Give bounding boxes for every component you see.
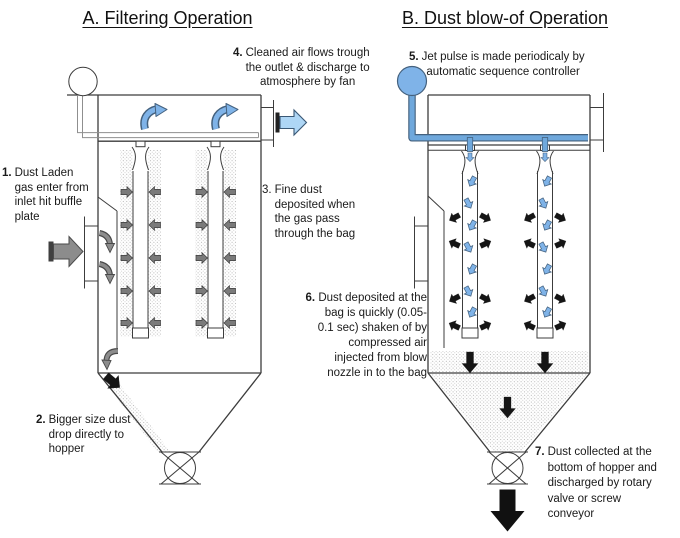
annotation-text: Dust collected at the bottom of hopper a… bbox=[547, 446, 657, 520]
pulse-air-arrow-icon bbox=[464, 218, 480, 233]
annotation-2-bigger-dust: 2. Bigger size dust drop directly to hop… bbox=[36, 413, 130, 457]
venturi-notch bbox=[135, 140, 146, 148]
venturi-notch bbox=[210, 140, 221, 148]
annotation-number: 5. bbox=[409, 51, 419, 63]
annotation-5-jet-pulse: 5. Jet pulse is made periodicaly by auto… bbox=[409, 50, 585, 79]
shaken-dust-arrow-icon bbox=[477, 317, 494, 334]
pulse-air-arrows bbox=[461, 174, 555, 320]
shaken-dust-arrow-icon bbox=[552, 290, 569, 307]
annotation-7-dust-collected: 7. Dust collected at the bottom of hoppe… bbox=[535, 445, 657, 523]
rotary-valve-icon bbox=[159, 451, 201, 485]
baffle-plate-a bbox=[97, 196, 118, 348]
annotation-text: Jet pulse is made periodicaly by automat… bbox=[421, 51, 585, 78]
shaken-dust-arrow-icon bbox=[446, 317, 463, 334]
hopper-a bbox=[97, 368, 262, 453]
filter-bag bbox=[536, 137, 554, 339]
shaken-dust-arrow-icon bbox=[446, 235, 463, 252]
pulse-air-arrow-icon bbox=[461, 284, 476, 299]
shaken-dust-arrow-icon bbox=[552, 209, 569, 226]
annotation-text: Dust Laden gas enter from inlet hit buff… bbox=[14, 167, 89, 223]
panel-b-blowoff bbox=[396, 65, 604, 532]
clean-air-arrow-icon bbox=[144, 104, 167, 130]
annotation-number: 1. bbox=[2, 167, 12, 179]
shaken-dust-arrow-icon bbox=[521, 235, 538, 252]
pulse-air-arrow-icon bbox=[464, 305, 480, 320]
baffle-plate-b bbox=[427, 195, 445, 348]
annotation-text: Dust deposited at the bag is quickly (0.… bbox=[317, 292, 427, 379]
pulse-pipe-a bbox=[77, 95, 259, 139]
compressed-air-tank-icon bbox=[68, 66, 98, 97]
bag-bottom-cap bbox=[461, 327, 479, 339]
bag-bottom-cap bbox=[536, 327, 554, 339]
annotation-number: 4. bbox=[233, 47, 243, 59]
inlet-flow-arrow-icon bbox=[53, 235, 84, 268]
inlet-duct-b bbox=[414, 216, 428, 289]
filter-bag-assembly bbox=[195, 140, 236, 339]
pulse-air-arrow-icon bbox=[539, 262, 555, 277]
shaken-dust-arrow-icon bbox=[477, 209, 494, 226]
annotation-number: 3. bbox=[262, 184, 272, 196]
annotation-text: Bigger size dust drop directly to hopper bbox=[48, 414, 131, 455]
rotary-valve-icon bbox=[487, 451, 528, 485]
shaken-dust-arrow-icon bbox=[521, 209, 538, 226]
annotation-text: Fine dust deposited when the gas pass th… bbox=[274, 184, 356, 240]
pulse-air-arrow-icon bbox=[536, 284, 551, 299]
inlet-duct-a bbox=[48, 216, 98, 289]
hopper-b bbox=[427, 372, 591, 453]
shaken-dust-arrow-icon bbox=[477, 290, 494, 307]
shaken-dust-arrow-icon bbox=[552, 235, 569, 252]
pulse-air-arrow-icon bbox=[536, 196, 551, 211]
bag-bottom-cap bbox=[132, 327, 149, 339]
shaken-dust-arrow-icon bbox=[477, 235, 494, 252]
pulse-air-arrow-icon bbox=[465, 152, 475, 162]
pulse-air-arrow-icon bbox=[540, 152, 550, 162]
title-filtering-operation: A. Filtering Operation bbox=[82, 8, 253, 28]
filter-bag-assembly bbox=[120, 140, 161, 339]
clean-air-out-arrow-icon bbox=[279, 108, 308, 137]
compressed-air-tank-icon bbox=[396, 65, 428, 97]
pulse-air-arrow-icon bbox=[539, 218, 555, 233]
pulse-air-arrow-icon bbox=[461, 240, 476, 255]
annotation-3-fine-dust: 3. Fine dust deposited when the gas pass… bbox=[262, 183, 355, 241]
annotation-6-dust-shaken: 6. Dust deposited at the bag is quickly … bbox=[287, 291, 427, 381]
gas-turn-arrow-icon bbox=[100, 264, 115, 284]
settled-dust-stipple bbox=[430, 351, 588, 372]
pulse-air-arrow-icon bbox=[539, 305, 555, 320]
clean-air-arrow-icon bbox=[215, 104, 238, 130]
annotation-number: 6. bbox=[305, 292, 316, 304]
pulse-air-arrow-icon bbox=[539, 174, 555, 189]
pulse-pipe-b bbox=[408, 93, 588, 142]
annotation-number: 7. bbox=[535, 446, 545, 458]
shaken-dust-arrow-icon bbox=[521, 317, 538, 334]
shaken-dust-arrow-icon bbox=[521, 290, 538, 307]
annotation-number: 2. bbox=[36, 414, 46, 426]
annotation-1-dust-laden-gas: 1. Dust Laden gas enter from inlet hit b… bbox=[2, 166, 89, 224]
gas-turn-arrow-icon bbox=[100, 233, 115, 253]
outlet-arrow-tail bbox=[275, 112, 280, 133]
bag-bottom-cap bbox=[207, 327, 224, 339]
hopper-dust-stipple bbox=[100, 376, 170, 452]
pulse-air-arrow-icon bbox=[464, 174, 480, 189]
outlet-duct-b bbox=[590, 93, 604, 152]
blow-nozzle-icon bbox=[466, 137, 474, 152]
shaken-dust-arrow-icon bbox=[552, 317, 569, 334]
shaken-dust-arrow-icon bbox=[446, 290, 463, 307]
panel-a-filtering bbox=[48, 66, 308, 485]
gas-uturn-arrow-icon bbox=[102, 351, 118, 370]
blow-nozzle-icon bbox=[541, 137, 549, 152]
inlet-arrow-tail bbox=[48, 241, 54, 262]
annotation-4-cleaned-air: 4. Cleaned air flows trough the outlet &… bbox=[233, 46, 370, 90]
shaken-dust-arrow-icon bbox=[446, 209, 463, 226]
filter-bag bbox=[461, 137, 479, 339]
pulse-air-arrow-icon bbox=[461, 196, 476, 211]
pulse-air-arrow-icon bbox=[464, 262, 480, 277]
title-dust-blowoff-operation: B. Dust blow-of Operation bbox=[401, 8, 609, 28]
pulse-air-arrow-icon bbox=[536, 240, 551, 255]
outlet-duct-a bbox=[261, 100, 308, 147]
annotation-text: Cleaned air flows trough the outlet & di… bbox=[245, 47, 370, 88]
discharge-arrow-icon bbox=[490, 489, 525, 532]
